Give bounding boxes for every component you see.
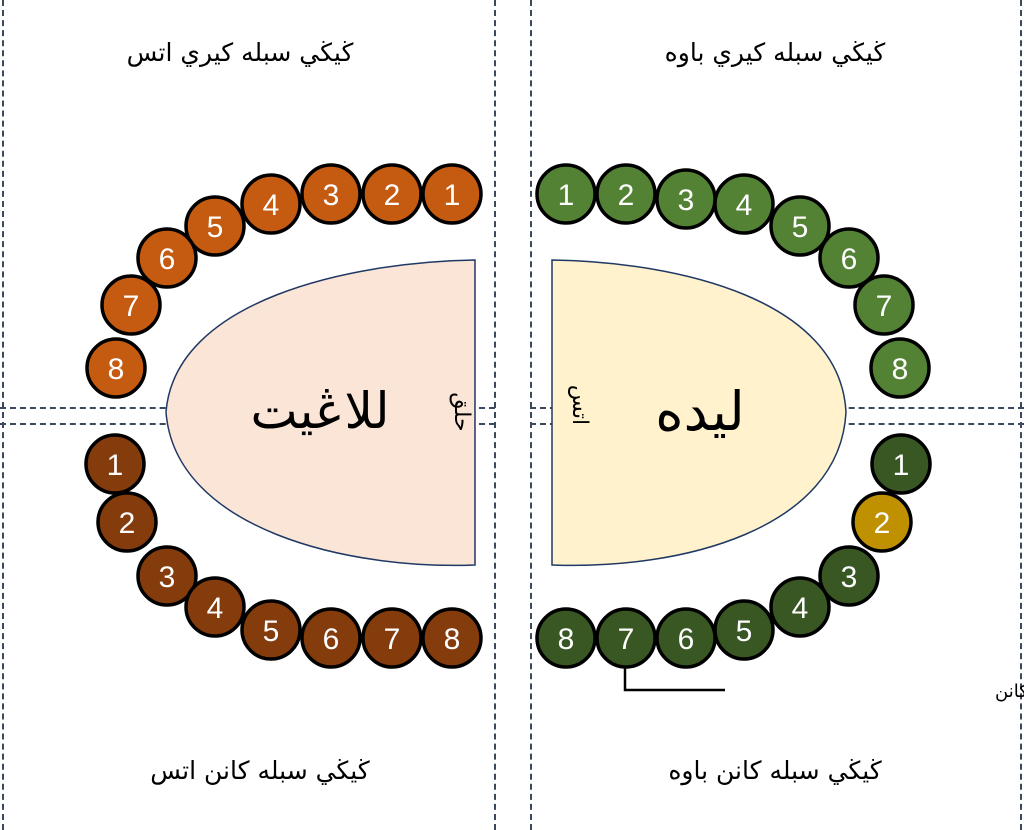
tooth-number-lower-left-2: 2 (119, 507, 136, 540)
tooth-upper-left-2 (361, 163, 423, 225)
tooth-number-upper-left-6: 6 (159, 243, 176, 276)
label-upper-left: ڬيڬي سبله کيري اتس (126, 38, 354, 67)
callout-leader-line (623, 660, 725, 692)
tooth-number-lower-right-8: 8 (558, 623, 575, 656)
tooth-number-lower-left-5: 5 (263, 615, 280, 648)
tooth-number-lower-right-1: 1 (893, 449, 910, 482)
tooth-number-upper-left-8: 8 (108, 353, 125, 386)
tooth-lower-right-8 (535, 607, 597, 669)
tooth-number-upper-right-3: 3 (678, 184, 695, 217)
tooth-number-lower-left-6: 6 (323, 623, 340, 656)
tooth-number-lower-right-3: 3 (841, 561, 858, 594)
tooth-number-upper-right-2: 2 (618, 179, 635, 212)
callout-label: ڬيڬي يڠ کدوا سبله باوه کانن (995, 681, 1024, 702)
tooth-upper-right-8 (869, 337, 931, 399)
tooth-number-upper-left-7: 7 (123, 290, 140, 323)
tooth-number-lower-right-4: 4 (792, 592, 809, 625)
tooth-number-upper-left-4: 4 (263, 189, 280, 222)
tooth-number-upper-left-2: 2 (384, 179, 401, 212)
tooth-upper-right-2 (595, 163, 657, 225)
label-upper-right: ڬيڬي سبله کيري باوه (664, 38, 886, 67)
tooth-lower-left-7 (361, 607, 423, 669)
tooth-number-lower-left-8: 8 (444, 623, 461, 656)
tooth-number-upper-right-1: 1 (558, 179, 575, 212)
label-lower-right: ڬيڬي سبله کانن باوه (668, 756, 882, 785)
tooth-upper-left-8 (85, 337, 147, 399)
tooth-upper-right-7 (853, 274, 915, 336)
tooth-number-lower-left-1: 1 (107, 449, 124, 482)
tooth-number-upper-right-4: 4 (736, 189, 753, 222)
tooth-number-lower-left-7: 7 (384, 623, 401, 656)
tooth-number-upper-left-3: 3 (323, 179, 340, 212)
tooth-lower-right-7 (595, 607, 657, 669)
tooth-upper-right-4 (713, 173, 775, 235)
label-lower-left: ڬيڬي سبله کانن اتس (150, 756, 370, 785)
tooth-number-upper-right-8: 8 (892, 353, 909, 386)
tooth-number-lower-right-6: 6 (678, 623, 695, 656)
frame-line-center-left (494, 0, 496, 830)
tooth-lower-left-3 (136, 545, 198, 607)
tooth-lower-right-6 (655, 607, 717, 669)
frame-line-center-right (530, 0, 532, 830)
tooth-number-lower-right-2: 2 (874, 507, 891, 540)
jaw-word-left: للاڠيت (250, 382, 389, 440)
tongue-shape-right (551, 259, 847, 567)
tooth-number-upper-right-5: 5 (792, 211, 809, 244)
tooth-number-upper-left-5: 5 (207, 211, 224, 244)
tooth-number-upper-right-6: 6 (841, 243, 858, 276)
tooth-lower-left-5 (240, 599, 302, 661)
tooth-lower-left-6 (300, 607, 362, 669)
tooth-lower-left-1 (84, 433, 146, 495)
tooth-lower-left-2 (96, 491, 158, 553)
tooth-upper-left-4 (240, 173, 302, 235)
jaw-small-right: اتس (567, 385, 592, 425)
tooth-number-upper-right-7: 7 (876, 290, 893, 323)
tooth-upper-left-7 (100, 274, 162, 336)
frame-line-left (2, 0, 4, 830)
tooth-number-upper-left-1: 1 (444, 179, 461, 212)
tooth-upper-left-6 (136, 227, 198, 289)
tooth-lower-right-2 (851, 491, 913, 553)
tooth-upper-left-5 (184, 195, 246, 257)
tooth-number-lower-right-5: 5 (736, 615, 753, 648)
tooth-upper-left-1 (421, 163, 483, 225)
tooth-upper-right-6 (818, 227, 880, 289)
tooth-upper-right-5 (769, 195, 831, 257)
jaw-small-left: حلق (449, 392, 474, 431)
tooth-lower-right-3 (818, 545, 880, 607)
tooth-lower-left-8 (421, 607, 483, 669)
palate-shape-left (165, 259, 476, 567)
jaw-word-right: ليده (655, 380, 744, 443)
tooth-number-lower-right-7: 7 (618, 623, 635, 656)
tooth-lower-left-4 (184, 576, 246, 638)
tooth-upper-right-1 (535, 163, 597, 225)
tooth-number-lower-left-4: 4 (207, 592, 224, 625)
tooth-lower-right-1 (870, 433, 932, 495)
tooth-number-lower-left-3: 3 (159, 561, 176, 594)
tooth-lower-right-4 (769, 576, 831, 638)
tooth-upper-left-3 (300, 163, 362, 225)
frame-line-right (1020, 0, 1022, 830)
